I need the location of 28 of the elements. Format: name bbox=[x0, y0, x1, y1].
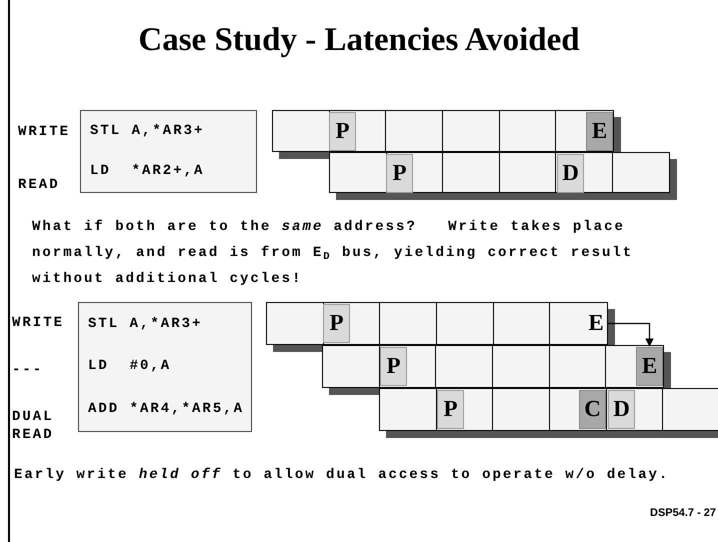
code-box bbox=[80, 110, 257, 193]
row-label: WRITE bbox=[12, 314, 64, 332]
code-box bbox=[78, 302, 252, 432]
slide-title: Case Study - Latencies Avoided bbox=[137, 21, 581, 60]
stage-letter: P bbox=[323, 304, 350, 343]
stage-letter: P bbox=[437, 390, 464, 429]
instruction-text: STL A,*AR3+ bbox=[88, 314, 204, 334]
instruction-text: ADD *AR4,*AR5,A bbox=[88, 400, 242, 420]
arrow bbox=[608, 322, 654, 347]
explanation-text: What if both are to the same address? Write takes place normally, and read is from E$_{D}$ bus, yielding correct result without additional cycles! bbox=[32, 218, 634, 289]
instruction-text: LD *AR2+,A bbox=[90, 162, 206, 182]
stage-letter: E bbox=[636, 347, 663, 386]
instruction-text: STL A,*AR3+ bbox=[90, 122, 206, 141]
note-text: Early write held off to allow dual access to operate w/o delay. bbox=[14, 466, 670, 485]
stage-letter: E bbox=[584, 304, 608, 343]
stage-letter: D bbox=[608, 390, 635, 429]
row-label: DUAL READ bbox=[12, 408, 55, 444]
stage-letter: P bbox=[386, 154, 413, 193]
stage-letter: P bbox=[329, 112, 356, 151]
stage-letter: P bbox=[380, 347, 407, 386]
row-label: WRITE bbox=[18, 123, 70, 141]
row-label: READ bbox=[18, 176, 60, 194]
row-label: --- bbox=[12, 361, 44, 379]
stage-letter: C bbox=[579, 390, 606, 429]
instruction-text: LD #0,A bbox=[88, 357, 172, 376]
stage-letter: E bbox=[586, 112, 613, 151]
slide-number: DSP54.7 - 27 bbox=[650, 506, 716, 521]
stage-letter: D bbox=[557, 154, 584, 193]
